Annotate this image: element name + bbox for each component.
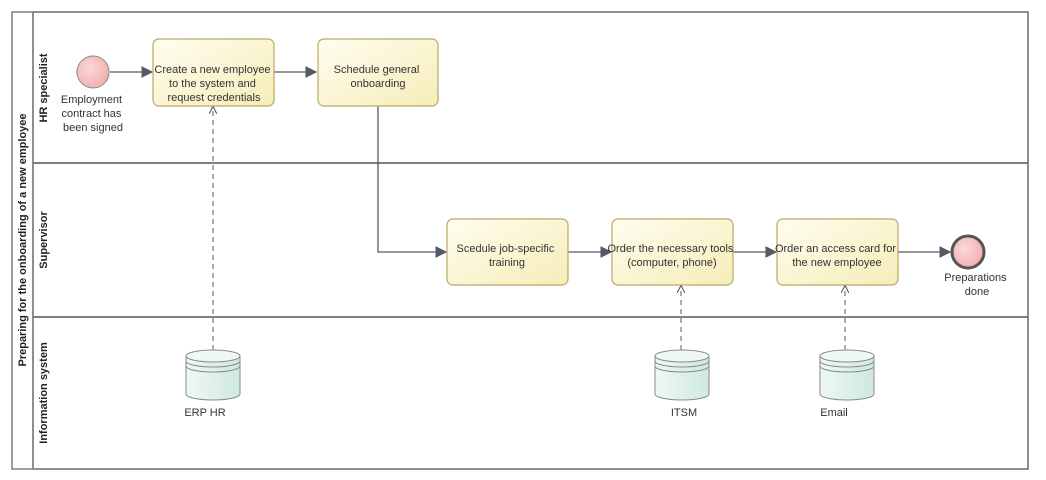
end-event-label-line: Preparations: [944, 272, 1007, 284]
task-label-line: Create a new employee: [154, 64, 270, 76]
task-label-line: the new employee: [792, 257, 881, 269]
end-event[interactable]: Preparations done: [944, 234, 1009, 298]
svg-text:Create a new employee to: Create a new employee to the system and …: [154, 64, 273, 104]
data-store-label: ERP HR: [184, 407, 225, 419]
data-store-email[interactable]: Email: [819, 349, 875, 419]
start-event-label-line: Employment: [61, 94, 122, 106]
lane-title-hr-specialist: HR specialist: [38, 53, 50, 122]
data-store-itsm[interactable]: ITSM: [654, 349, 710, 419]
start-event-label-line: contract has: [62, 108, 122, 120]
start-event-label-line: been signed: [63, 122, 123, 134]
svg-text:Preparations done: Preparations done: [944, 272, 1009, 298]
lane-title-information-system: Information system: [38, 342, 50, 444]
task-label-line: to the system and: [169, 78, 256, 90]
task-label-line: Schedule general: [334, 64, 420, 76]
lanes: HR specialist Supervisor Information sys…: [32, 11, 1029, 470]
svg-text:Schedule general onboard: Schedule general onboarding: [334, 64, 423, 90]
task-label-line: onboarding: [350, 78, 405, 90]
svg-text:Scedule job-specific tra: Scedule job-specific training: [457, 243, 558, 269]
data-store-label: Email: [820, 407, 848, 419]
lane-title-supervisor: Supervisor: [38, 211, 50, 269]
task-label-line: Scedule job-specific: [457, 243, 555, 255]
task-order-tools[interactable]: Order the necessary tools (computer, pho…: [607, 218, 736, 286]
task-schedule-general-onboarding[interactable]: Schedule general onboarding: [317, 38, 439, 107]
task-schedule-job-specific-training[interactable]: Scedule job-specific training: [446, 218, 569, 286]
task-label-line: request credentials: [168, 92, 261, 104]
svg-text:Employment contract has: Employment contract has been signed: [61, 94, 125, 134]
data-store-erp-hr[interactable]: ERP HR: [184, 349, 241, 419]
sequence-flows: [110, 66, 952, 258]
end-event-label-line: done: [965, 286, 989, 298]
data-store-label: ITSM: [671, 407, 697, 419]
data-associations: [213, 107, 845, 350]
task-order-access-card[interactable]: Order an access card for the new employe…: [775, 218, 899, 286]
flow-t2-to-t3: [377, 106, 448, 258]
task-label-line: (computer, phone): [627, 257, 716, 269]
svg-text:Order the necessary tools: Order the necessary tools (computer, pho…: [607, 243, 736, 269]
task-label-line: training: [489, 257, 525, 269]
start-event[interactable]: Employment contract has been signed: [61, 55, 125, 134]
task-label-line: Order an access card for: [775, 243, 896, 255]
task-label-line: Order the necessary tools: [607, 243, 733, 255]
svg-text:Order an access card for: Order an access card for the new employe…: [775, 243, 899, 269]
pool-title: Preparing for the onboarding of a new em…: [17, 113, 29, 366]
task-create-employee[interactable]: Create a new employee to the system and …: [152, 38, 275, 107]
